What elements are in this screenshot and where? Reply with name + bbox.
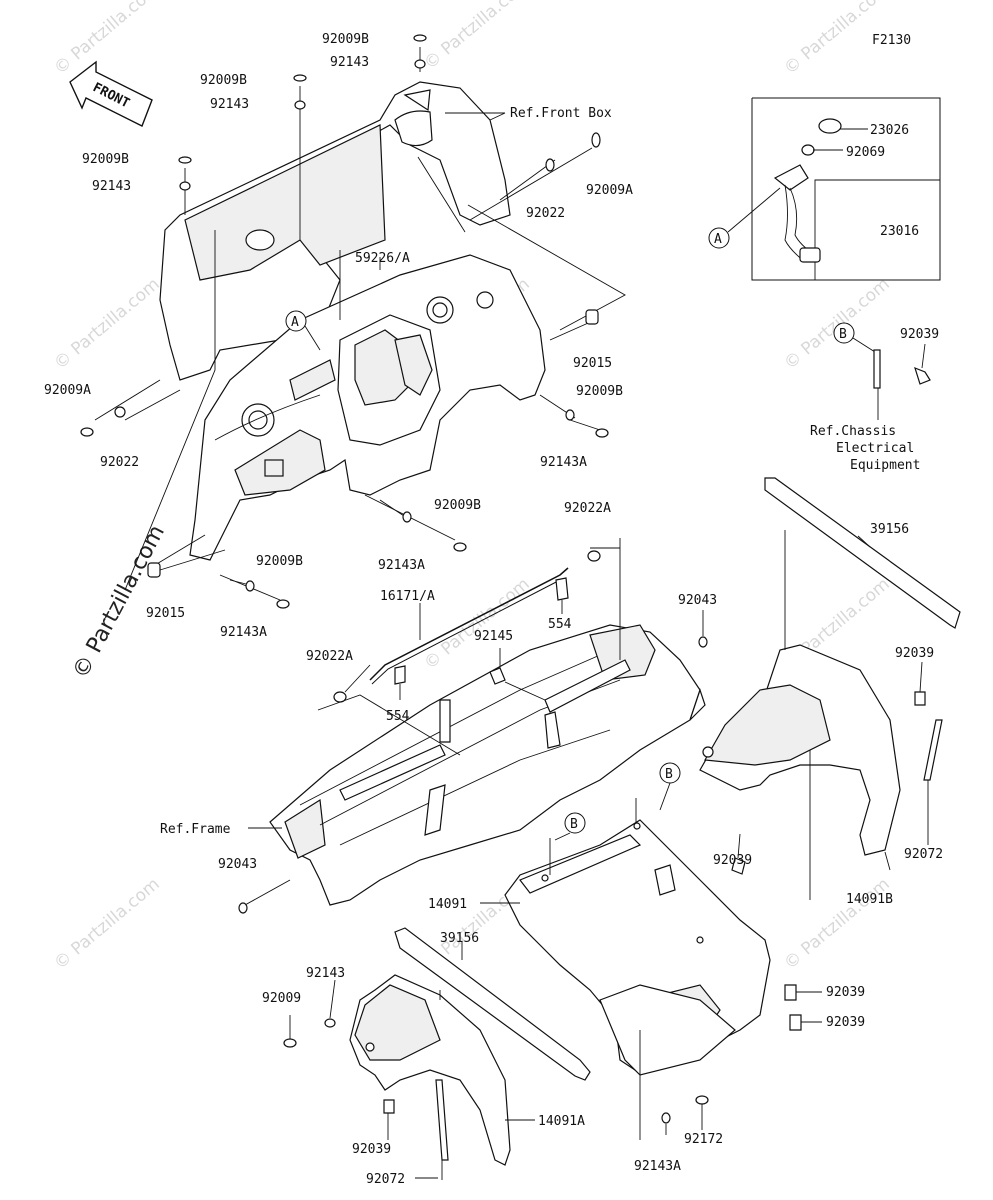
figure-code: F2130 bbox=[872, 33, 911, 48]
label-92039: 92039 bbox=[895, 646, 934, 661]
label-23016: 23016 bbox=[880, 224, 919, 239]
label-92039: 92039 bbox=[713, 853, 752, 868]
label-92039: 92039 bbox=[826, 1015, 865, 1030]
label-14091A: 14091A bbox=[538, 1114, 585, 1129]
label-92039: 92039 bbox=[900, 327, 939, 342]
chassis-ref: B bbox=[833, 322, 931, 420]
label-92143: 92143 bbox=[330, 55, 369, 70]
watermark-main: © Partzilla.com bbox=[68, 521, 170, 683]
label-92015: 92015 bbox=[146, 606, 185, 621]
label-92069: 92069 bbox=[846, 145, 885, 160]
callout-a-letter: A bbox=[291, 315, 299, 330]
label-ref-front-box: Ref.Front Box bbox=[510, 106, 612, 121]
throttle-cable bbox=[238, 538, 708, 914]
label-92009: 92009 bbox=[262, 991, 301, 1006]
label-ref-chassis-electrical: Electrical bbox=[836, 441, 914, 456]
callout-a-kit-letter: A bbox=[714, 232, 722, 247]
callout-b-mid2-letter: B bbox=[570, 817, 578, 832]
label-92072: 92072 bbox=[366, 1172, 405, 1187]
label-92009B: 92009B bbox=[434, 498, 481, 513]
label-ref-chassis: Ref.Chassis bbox=[810, 424, 896, 439]
watermark: © Partzilla.com bbox=[420, 0, 533, 74]
part-labels: 92009B 92143 92009B 92143 Ref.Front Box … bbox=[44, 32, 943, 1187]
callout-a: A bbox=[285, 310, 321, 351]
label-92143A: 92143A bbox=[220, 625, 267, 640]
label-92022: 92022 bbox=[526, 206, 565, 221]
label-92022A: 92022A bbox=[564, 501, 611, 516]
label-92022A: 92022A bbox=[306, 649, 353, 664]
switch-kit: A bbox=[708, 97, 941, 281]
label-14091B: 14091B bbox=[846, 892, 893, 907]
label-92145: 92145 bbox=[474, 629, 513, 644]
label-92009B: 92009B bbox=[82, 152, 129, 167]
watermark: © Partzilla.com bbox=[50, 874, 163, 974]
label-ref-chassis-equipment: Equipment bbox=[850, 458, 920, 473]
callouts-b: B B bbox=[554, 762, 681, 841]
upper-fasteners bbox=[80, 34, 609, 609]
label-23026: 23026 bbox=[870, 123, 909, 138]
left-fender bbox=[283, 927, 591, 1180]
callout-b-right-letter: B bbox=[839, 327, 847, 342]
label-92143: 92143 bbox=[210, 97, 249, 112]
label-92009A: 92009A bbox=[586, 183, 633, 198]
label-92009B: 92009B bbox=[256, 554, 303, 569]
trim-strip-upper bbox=[764, 477, 961, 629]
label-59226A: 59226/A bbox=[355, 251, 410, 266]
floor-pan bbox=[480, 798, 822, 1140]
label-92022: 92022 bbox=[100, 455, 139, 470]
callout-b-mid1-letter: B bbox=[665, 767, 673, 782]
watermark: © Partzilla.com bbox=[50, 274, 163, 374]
label-92039: 92039 bbox=[352, 1142, 391, 1157]
label-92072: 92072 bbox=[904, 847, 943, 862]
label-16171A: 16171/A bbox=[380, 589, 435, 604]
front-box-cover bbox=[159, 81, 511, 381]
label-92043: 92043 bbox=[218, 857, 257, 872]
label-92043: 92043 bbox=[678, 593, 717, 608]
right-fender bbox=[699, 530, 943, 900]
watermark: © Partzilla.com bbox=[50, 0, 163, 79]
label-554: 554 bbox=[548, 617, 572, 632]
label-92009B: 92009B bbox=[576, 384, 623, 399]
watermark: © Partzilla.com bbox=[780, 874, 893, 974]
label-14091: 14091 bbox=[428, 897, 467, 912]
label-92009A: 92009A bbox=[44, 383, 91, 398]
label-92009B: 92009B bbox=[200, 73, 247, 88]
label-554: 554 bbox=[386, 709, 410, 724]
label-39156: 39156 bbox=[870, 522, 909, 537]
label-92039: 92039 bbox=[826, 985, 865, 1000]
label-92009B: 92009B bbox=[322, 32, 369, 47]
label-92143A: 92143A bbox=[540, 455, 587, 470]
label-92172: 92172 bbox=[684, 1132, 723, 1147]
frame bbox=[244, 624, 706, 906]
label-92143: 92143 bbox=[92, 179, 131, 194]
label-92143A: 92143A bbox=[634, 1159, 681, 1174]
front-arrow: FRONT bbox=[69, 60, 153, 127]
label-ref-frame: Ref.Frame bbox=[160, 822, 231, 837]
label-92143: 92143 bbox=[306, 966, 345, 981]
label-92015: 92015 bbox=[573, 356, 612, 371]
label-92143A: 92143A bbox=[378, 558, 425, 573]
label-39156: 39156 bbox=[440, 931, 479, 946]
dash-panel bbox=[189, 254, 546, 561]
